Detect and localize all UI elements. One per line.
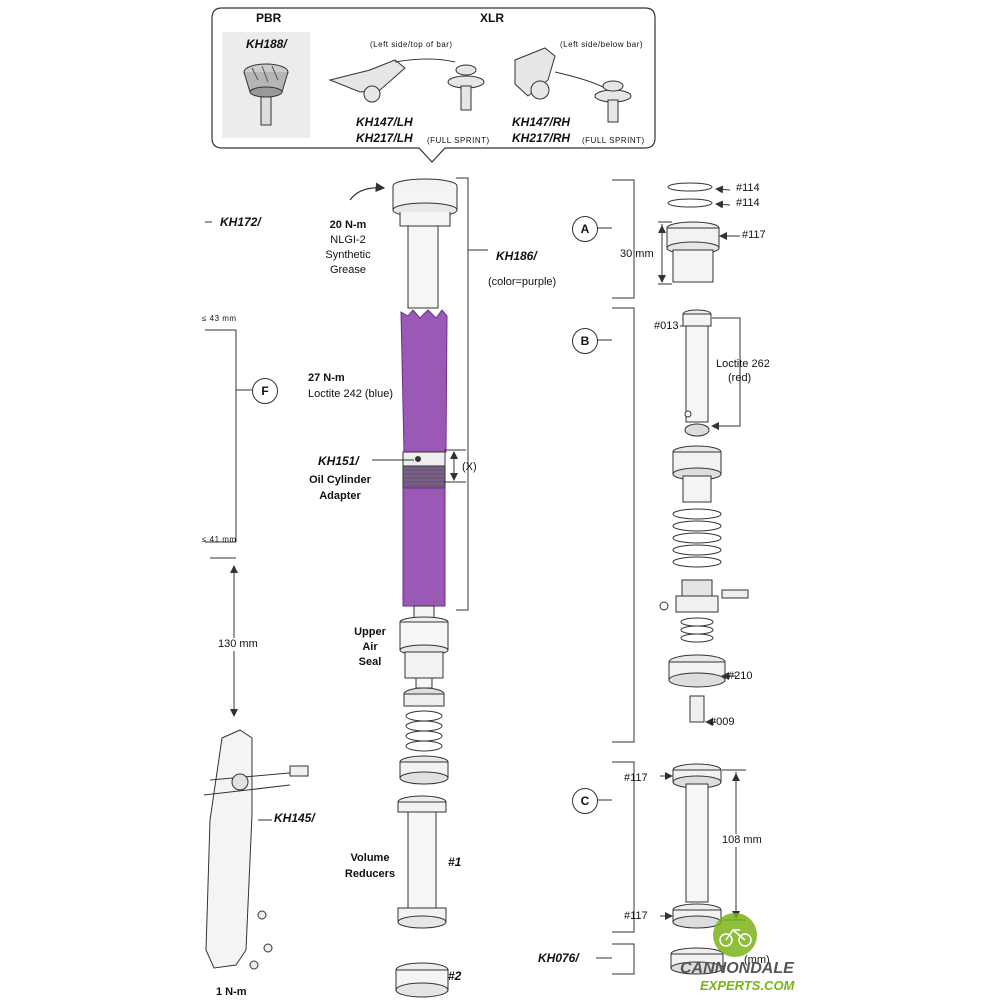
oring-114-b: #114: [736, 197, 760, 209]
kh151-part-number: KH151/: [318, 454, 359, 468]
x-dimension-label: (X): [462, 461, 477, 473]
kh186-part-number: KH186/: [496, 249, 537, 263]
oring-013: #013: [654, 320, 679, 332]
assembly-b: [596, 307, 749, 743]
kh186-color-note: (color=purple): [488, 276, 557, 288]
body-torque: 27 N-m: [308, 372, 345, 384]
dimension-108mm: 108 mm: [722, 834, 762, 847]
watermark-text-2: EXPERTS.COM: [700, 978, 795, 993]
callout-b: B: [572, 328, 598, 354]
rh-sprint-part-number: KH217/RH: [512, 131, 571, 145]
oil-cylinder-adapter-ring: [402, 451, 446, 467]
volume-reducer-2: [395, 962, 449, 998]
oring-114-a: #114: [736, 182, 760, 194]
upper-air-seal-label-1: Upper: [354, 626, 386, 638]
assembly-a: [596, 179, 740, 299]
oil-cylinder-label-1: Oil Cylinder: [309, 474, 371, 486]
kh076-dimension-unit: (mm): [744, 954, 770, 966]
assembly-kh076: [596, 943, 724, 975]
callout-f: F: [252, 378, 278, 404]
oring-117-c: #117: [624, 910, 648, 922]
loctite-262-label: Loctite 262: [716, 358, 770, 370]
left-lever-assembly: [203, 221, 309, 970]
kh145-part-number: KH145/: [274, 811, 315, 825]
lh-sprint-note: (FULL SPRINT): [427, 136, 490, 145]
rh-part-number: KH147/RH: [512, 115, 571, 129]
callout-c: C: [572, 788, 598, 814]
upper-air-seal-label-2: Air: [362, 641, 378, 653]
assembly-c: [596, 761, 746, 933]
rh-mount-note: (Left side/below bar): [560, 40, 643, 49]
xlr-right-remote-icon: [514, 47, 632, 123]
remote-options-box: [211, 7, 656, 163]
upper-air-seal-label-3: Seal: [358, 656, 382, 668]
rh-sprint-note: (FULL SPRINT): [582, 136, 645, 145]
loctite-262-color: (red): [728, 372, 752, 384]
callout-a: A: [572, 216, 598, 242]
reducer-1-number: #1: [448, 855, 462, 869]
pbr-title: PBR: [256, 11, 282, 25]
grease-spec-2: Synthetic: [325, 249, 371, 261]
kh076-part-number: KH076/: [538, 951, 579, 965]
kh172-part-number: KH172/: [220, 215, 261, 229]
oring-009: #009: [710, 716, 735, 728]
dimension-130mm: 130 mm: [218, 638, 258, 651]
reducer-2-number: #2: [448, 969, 462, 983]
lh-sprint-part-number: KH217/LH: [356, 131, 413, 145]
volume-reducers-label-2: Reducers: [344, 868, 396, 880]
oring-210: #210: [728, 670, 753, 682]
volume-reducer-1: [397, 795, 447, 929]
grease-spec-1: NLGI-2: [330, 234, 366, 246]
purple-dropper-body: [400, 309, 448, 453]
bolt-torque: 1 N-m: [216, 986, 247, 998]
oring-117-b: #117: [624, 772, 648, 784]
max-dimension-bottom: ≤ 41 mm: [202, 535, 237, 544]
pbr-remote-icon: [243, 63, 289, 126]
xlr-left-remote-icon: [328, 58, 485, 111]
volume-reducers-label-1: Volume: [350, 852, 390, 864]
top-cap-torque: 20 N-m: [329, 219, 367, 231]
oil-cylinder-label-2: Adapter: [319, 490, 361, 502]
watermark-text-1: CANNONDALE: [680, 960, 794, 977]
dimension-30mm: 30 mm: [620, 248, 654, 260]
dropper-post-assembly: [392, 178, 458, 998]
lh-part-number: KH147/LH: [356, 115, 413, 129]
grease-spec-3: Grease: [329, 264, 367, 276]
lh-mount-note: (Left side/top of bar): [370, 40, 453, 49]
pbr-part-number: KH188/: [246, 37, 287, 51]
loctite-242-note: Loctite 242 (blue): [308, 388, 393, 400]
max-dimension-top: ≤ 43 mm: [202, 314, 237, 323]
watermark-bike-icon: [713, 913, 757, 957]
xlr-title: XLR: [480, 11, 504, 25]
oring-117-a: #117: [742, 229, 766, 241]
